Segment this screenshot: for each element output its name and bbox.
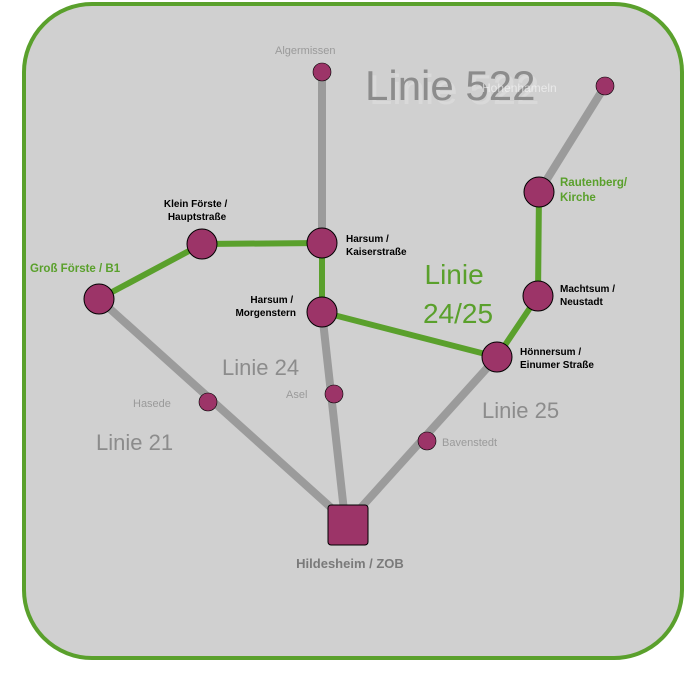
stop-bavenstedt[interactable]	[417, 431, 437, 451]
label-rautenberg: Rautenberg/ Kirche	[560, 177, 630, 204]
stop-hildesheim-zob[interactable]	[327, 504, 369, 546]
label-hohenhameln: Hohenhameln	[482, 81, 557, 95]
route-morgenstern-zob	[318, 308, 349, 524]
label-hasede: Hasede	[133, 398, 171, 410]
minor-stops	[198, 62, 615, 451]
major-stops	[83, 176, 555, 373]
label-klein-forste-line1: Klein Förste /	[164, 199, 228, 210]
line-2425-label-line2: 24/25	[423, 298, 493, 329]
label-machtsum: Machtsum / Neustadt	[560, 284, 618, 308]
stop-rautenberg[interactable]	[523, 176, 555, 208]
stop-algermissen[interactable]	[312, 62, 332, 82]
stop-harsum-kaiserstrasse[interactable]	[306, 227, 338, 259]
map-background	[22, 2, 684, 660]
label-harsum-morgen-line1: Harsum /	[250, 295, 293, 306]
label-rautenberg-line1: Rautenberg/	[560, 177, 628, 189]
label-honnersum-line2: Einumer Straße	[520, 360, 594, 371]
line-2425-label: Linie 24/25	[423, 259, 493, 329]
label-machtsum-line1: Machtsum /	[560, 284, 615, 295]
stop-klein-forste[interactable]	[186, 228, 218, 260]
label-hildesheim-zob: Hildesheim / ZOB	[296, 556, 404, 571]
label-rautenberg-line2: Kirche	[560, 192, 596, 204]
line-2425-label-line1: Linie	[425, 259, 484, 290]
line-24-label: Linie 24	[222, 355, 299, 380]
label-bavenstedt: Bavenstedt	[442, 437, 497, 449]
stop-hohenhameln[interactable]	[595, 76, 615, 96]
label-harsum-kaiser-line1: Harsum /	[346, 234, 389, 245]
label-honnersum-line1: Hönnersum /	[520, 347, 581, 358]
label-harsum-kaiser-line2: Kaiserstraße	[346, 247, 407, 258]
line-522-label-shadow: Linie 522	[369, 66, 539, 113]
label-harsum-kaiserstrasse: Harsum / Kaiserstraße	[346, 234, 407, 258]
route-machtsum-rautenberg	[535, 189, 542, 299]
route-grossforste-zob	[95, 295, 351, 526]
label-algermissen: Algermissen	[275, 45, 336, 57]
label-machtsum-line2: Neustadt	[560, 297, 603, 308]
stop-harsum-morgenstern[interactable]	[306, 296, 338, 328]
line-21-label: Linie 21	[96, 430, 173, 455]
label-klein-forste: Klein Förste / Hauptstraße	[164, 199, 230, 223]
gray-routes	[95, 68, 609, 526]
route-grossforste-kleinforste	[96, 241, 205, 302]
label-harsum-morgenstern: Harsum / Morgenstern	[235, 295, 296, 319]
label-harsum-morgen-line2: Morgenstern	[235, 308, 296, 319]
line-522-label: Linie 522	[365, 62, 535, 109]
line-25-label: Linie 25	[482, 398, 559, 423]
stop-machtsum[interactable]	[522, 280, 554, 312]
label-klein-forste-line2: Hauptstraße	[168, 212, 227, 223]
route-hohenhameln-rautenberg	[535, 82, 609, 196]
stop-asel[interactable]	[324, 384, 344, 404]
stop-gross-forste[interactable]	[83, 283, 115, 315]
stop-honnersum[interactable]	[481, 341, 513, 373]
label-asel: Asel	[286, 389, 307, 401]
stop-hasede[interactable]	[198, 392, 218, 412]
label-gross-forste: Groß Förste / B1	[30, 263, 121, 275]
route-kleinforste-harsum	[199, 240, 325, 247]
route-morgenstern-honnersum	[319, 309, 500, 360]
label-honnersum: Hönnersum / Einumer Straße	[520, 347, 594, 371]
